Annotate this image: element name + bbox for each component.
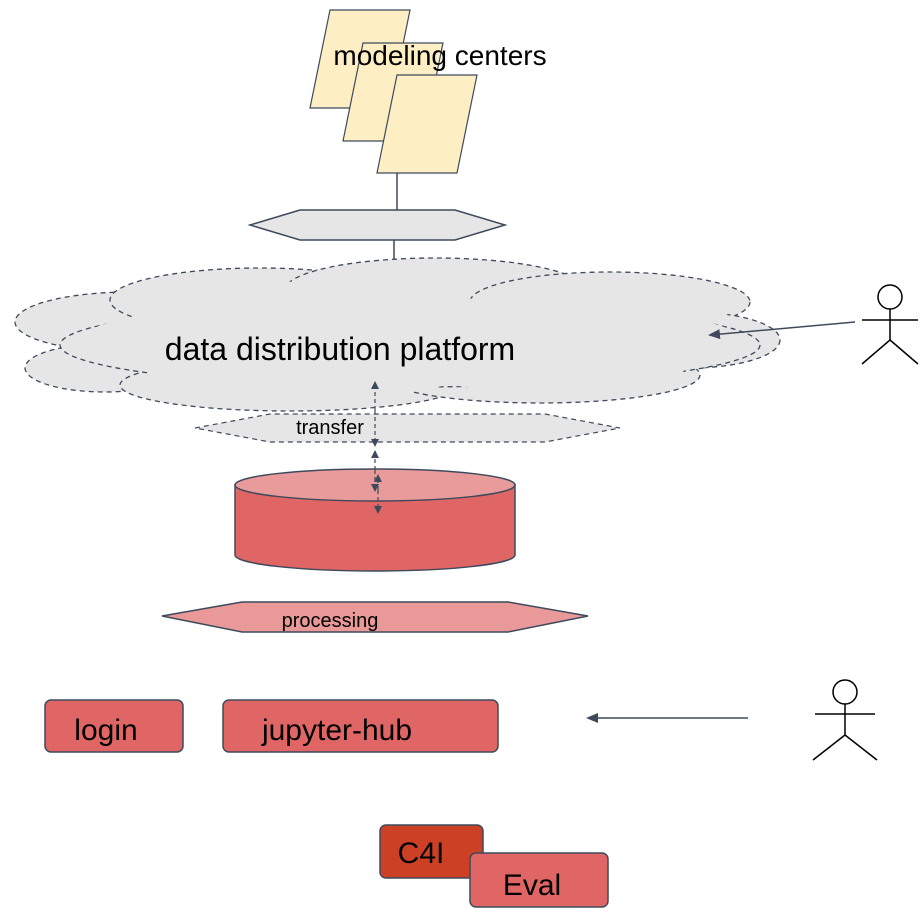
jupyter-hub-label: jupyter-hub — [261, 714, 412, 747]
transfer-hexagon — [194, 413, 621, 443]
platform-label: data distribution platform — [165, 331, 515, 367]
eval-label: Eval — [503, 869, 561, 902]
eval-box — [469, 852, 609, 908]
login-box — [44, 699, 184, 753]
c4i-box — [379, 824, 484, 879]
user-to-platform-arrow — [708, 321, 856, 340]
stick-figure-icon — [812, 679, 878, 761]
ingest-hexagon — [247, 209, 508, 241]
modeling-centers-label: modeling centers — [333, 40, 546, 71]
processing-hexagon — [161, 601, 589, 633]
jupyter-hub-box — [222, 699, 499, 753]
stick-figure-icon — [861, 284, 919, 365]
transfer-arrows — [371, 381, 382, 514]
modeling-center-page — [376, 74, 478, 174]
login-label: login — [74, 714, 137, 747]
modeling-centers-stack — [309, 9, 478, 174]
c4i-label: C4I — [398, 837, 445, 870]
processing-label: processing — [282, 610, 379, 632]
transfer-label: transfer — [296, 417, 364, 439]
